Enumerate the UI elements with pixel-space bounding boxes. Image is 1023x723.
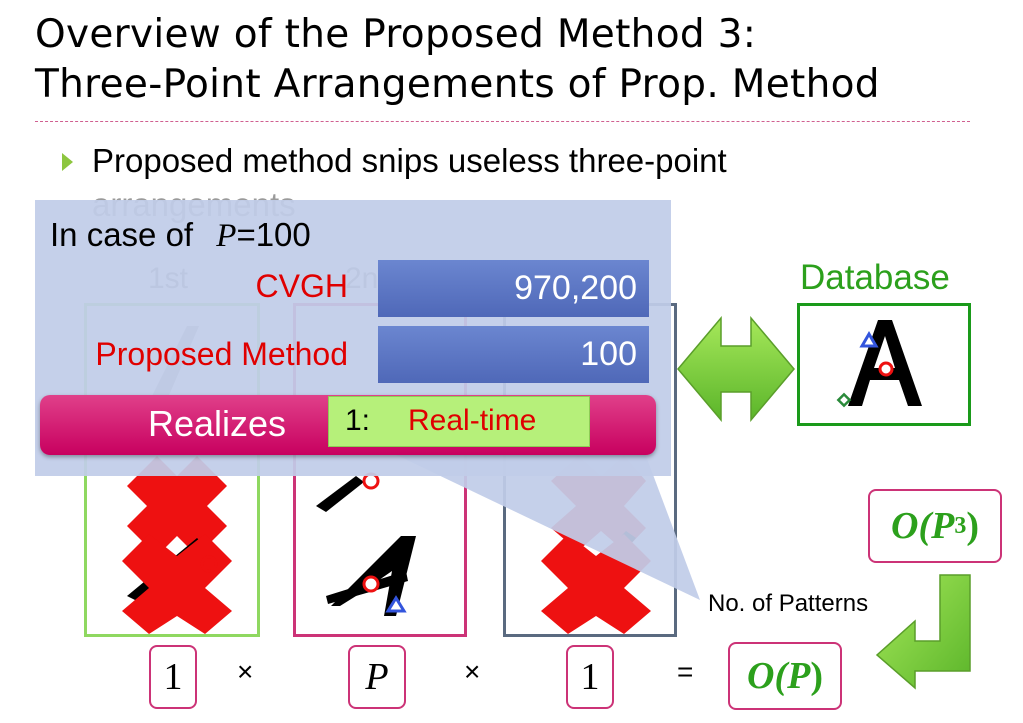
bullet-line-1: Proposed method snips useless three-poin…: [92, 142, 727, 179]
value-bar-proposed: 100: [378, 326, 649, 383]
database-label: Database: [800, 258, 950, 297]
realtime-badge: [328, 396, 590, 447]
slide-title: Overview of the Proposed Method 3: Three…: [35, 10, 880, 110]
complexity-proposed-var: P: [787, 655, 811, 697]
case-value: =100: [236, 216, 311, 253]
realtime-label: Real-time: [408, 404, 537, 437]
realizes-label: Realizes: [148, 403, 287, 444]
no-of-patterns-label: No. of Patterns: [708, 590, 869, 617]
complexity-cvgh-close: ): [966, 505, 979, 547]
second-column-graphic: [316, 472, 416, 616]
title-line-1: Overview of the Proposed Method 3:: [35, 12, 757, 57]
complexity-cvgh-exp: 3: [954, 512, 967, 539]
complexity-proposed-base: O(: [747, 655, 788, 697]
row-label-proposed: Proposed Method: [95, 336, 348, 372]
red-point-icon-2: [362, 575, 380, 593]
complexity-proposed-close: ): [810, 655, 823, 697]
eq-equals: =: [677, 656, 694, 687]
database-box: [797, 303, 971, 426]
realtime-number: 1:: [345, 404, 371, 437]
bend-arrow-icon: [875, 574, 971, 690]
double-arrow-icon: [677, 316, 795, 422]
title-divider: [35, 121, 970, 122]
green-diamond-icon: [836, 392, 852, 408]
case-prefix: In case of: [50, 216, 194, 253]
title-line-2: Three-Point Arrangements of Prop. Method: [35, 62, 880, 107]
complexity-proposed: O(P): [728, 642, 842, 710]
eq-term-a: 1: [149, 645, 197, 709]
value-bar-cvgh: 970,200: [378, 260, 649, 317]
case-label: In case of P=100: [50, 216, 311, 255]
row-label-cvgh: CVGH: [255, 268, 348, 304]
blue-triangle-icon: [385, 595, 407, 613]
bullet-arrow-icon: [62, 153, 73, 171]
eq-term-c: 1: [566, 645, 614, 709]
eq-op-1: ×: [237, 656, 254, 687]
cross-mark-icon: [127, 456, 227, 556]
blue-triangle-icon: [859, 331, 879, 348]
complexity-cvgh-base: O(P: [891, 505, 955, 547]
eq-term-b: P: [348, 645, 406, 709]
red-point-icon: [200, 555, 218, 573]
letter-a-icon: [836, 320, 922, 408]
red-point-icon: [878, 361, 894, 377]
case-variable: P: [216, 218, 237, 254]
eq-op-2: ×: [464, 656, 481, 687]
